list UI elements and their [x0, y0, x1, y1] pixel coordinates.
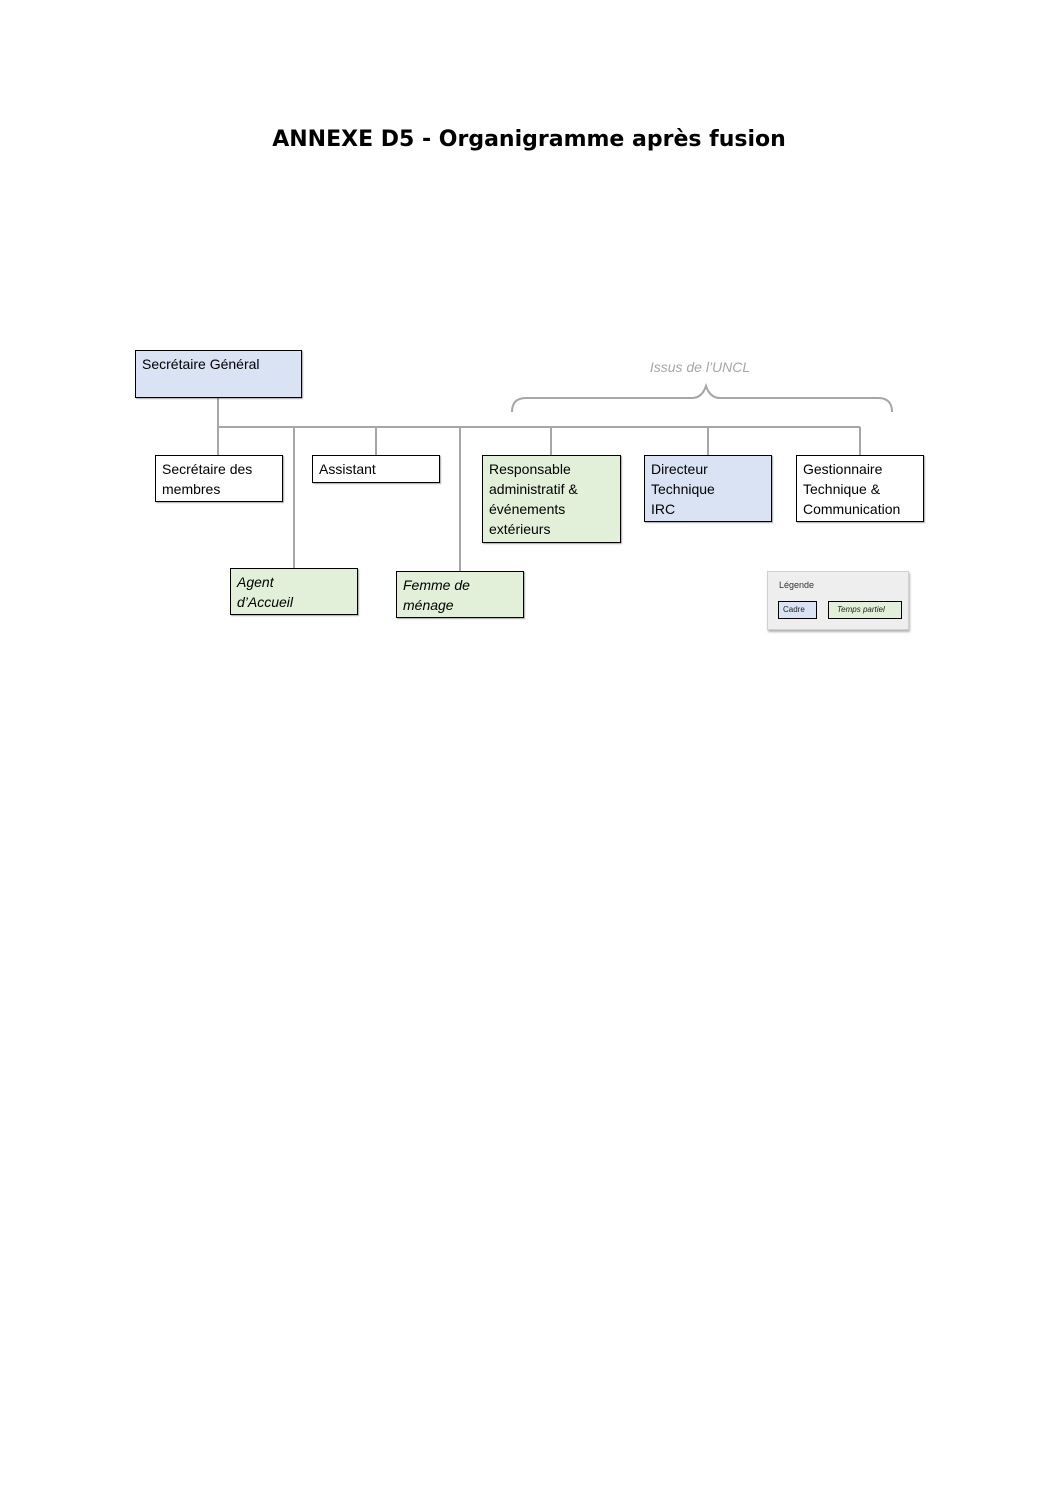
legend: Légende Cadre Temps partiel [767, 571, 909, 630]
node-label: Assistant [319, 461, 376, 477]
node-label: Technique & [803, 481, 881, 497]
node-label: Femme de [403, 577, 470, 593]
node-label: extérieurs [489, 521, 551, 537]
legend-title: Légende [779, 580, 815, 590]
node-label: membres [162, 481, 221, 497]
node-label: Secrétaire Général [142, 356, 260, 372]
node-label: Directeur [651, 461, 708, 477]
node-label: Technique [651, 481, 715, 497]
node-label: Secrétaire des [162, 461, 253, 477]
node-label: Responsable [489, 461, 571, 477]
uncl-brace [511, 382, 893, 413]
node-directeur-technique: Directeur Technique IRC [644, 455, 772, 522]
node-label: Communication [803, 501, 901, 517]
connector-lines [217, 382, 893, 571]
node-secretaire-des-membres: Secrétaire des membres [155, 455, 283, 502]
node-responsable-administratif: Responsable administratif & événements e… [482, 455, 621, 543]
node-label: administratif & [489, 481, 578, 497]
page-title: ANNEXE D5 - Organigramme après fusion [272, 127, 786, 152]
legend-cadre-swatch: Cadre [778, 601, 817, 619]
node-label: d’Accueil [237, 594, 294, 610]
node-assistant: Assistant [312, 455, 440, 483]
node-label: Agent [237, 574, 274, 590]
node-gestionnaire: Gestionnaire Technique & Communication [796, 455, 924, 522]
brace-label: Issus de l’UNCL [649, 359, 751, 375]
node-label: ménage [403, 597, 454, 613]
node-agent-accueil: Agent d’Accueil [230, 568, 358, 615]
node-label: IRC [651, 501, 676, 517]
node-label: Gestionnaire [803, 461, 883, 477]
node-femme-de-menage: Femme de ménage [396, 571, 524, 618]
legend-temps-partiel-swatch: Temps partiel [828, 601, 902, 619]
node-label: événements [489, 501, 566, 517]
node-secretaire-general: Secrétaire Général [135, 350, 302, 398]
